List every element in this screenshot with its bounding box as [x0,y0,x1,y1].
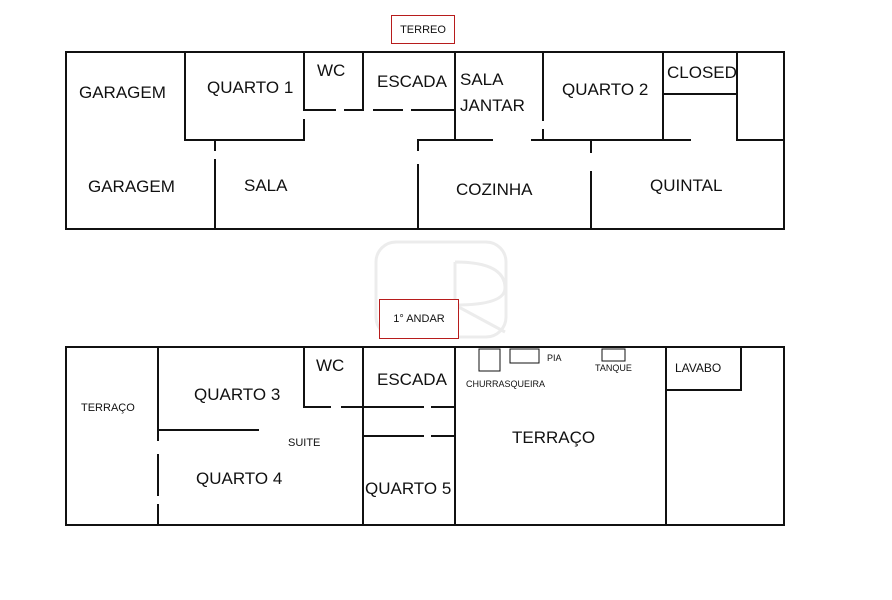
room-sala-jantar-line2: JANTAR [460,96,525,115]
room-garagem-top: GARAGEM [79,83,166,102]
fixture-pia-label: PIA [547,353,562,363]
room-escada-ground: ESCADA [377,72,447,91]
first-floor-walls [65,346,785,526]
fixture-tanque-label: TANQUE [595,363,632,373]
room-quarto-3: QUARTO 3 [194,385,281,404]
room-garagem-bottom: GARAGEM [88,177,175,196]
room-lavabo: LAVABO [675,361,722,375]
room-cozinha: COZINHA [456,180,533,199]
fixture-churrasqueira-label: CHURRASQUEIRA [466,379,546,389]
ground-floor-walls [65,51,785,230]
room-terraco-main: TERRAÇO [512,428,596,447]
room-sala: SALA [244,176,288,195]
ground-floor-title: TERREO [391,15,455,44]
room-escada-first: ESCADA [377,370,447,389]
room-sala-jantar-line1: SALA [460,70,504,89]
room-wc-first: WC [316,356,345,375]
fixtures [478,348,626,372]
room-quarto-1: QUARTO 1 [207,78,294,97]
room-suite: SUITE [288,437,321,449]
room-quarto-2: QUARTO 2 [562,80,649,99]
pia-fixture [509,348,540,364]
room-terraco-left: TERRAÇO [81,402,135,414]
room-wc-ground: WC [317,61,346,80]
room-closed: CLOSED [667,63,737,82]
churrasqueira-fixture [478,348,501,372]
room-quarto-4: QUARTO 4 [196,469,283,488]
first-floor-title: 1° ANDAR [379,299,459,339]
room-quarto-5: QUARTO 5 [365,479,452,498]
tanque-fixture [601,348,626,362]
room-quintal: QUINTAL [650,176,723,195]
